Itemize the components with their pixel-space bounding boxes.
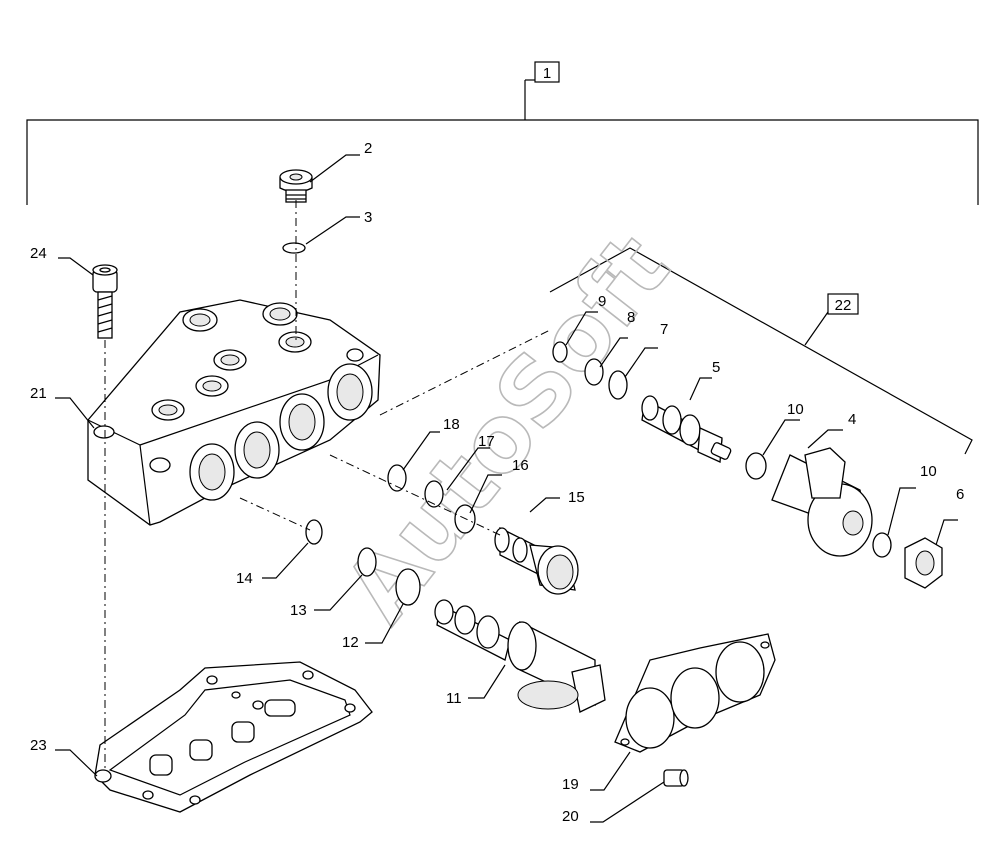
part-8-ring [584, 358, 604, 386]
callout-22: 22 [835, 297, 852, 314]
part-6-nut [904, 537, 943, 589]
watermark-text: AutoSoft [324, 215, 690, 641]
part-11-proportional-valve [434, 599, 606, 713]
part-3-o-ring [282, 242, 306, 254]
part-12-o-ring [395, 568, 421, 606]
callout-11: 11 [446, 690, 462, 707]
callout-10-b: 10 [920, 463, 937, 480]
callout-4: 4 [848, 411, 856, 428]
part-7-ring [608, 370, 628, 400]
part-24-bolt [92, 264, 118, 339]
part-21-valve-body [87, 299, 381, 526]
part-18-ring [387, 464, 407, 492]
part-14-o-ring [305, 519, 323, 545]
callout-17: 17 [478, 433, 495, 450]
callout-14: 14 [236, 570, 253, 587]
callout-1: 1 [543, 65, 551, 82]
callout-24: 24 [30, 245, 47, 262]
callout-7: 7 [660, 321, 668, 338]
callout-23: 23 [30, 737, 47, 754]
callout-labels: 1 22 2 3 24 21 23 14 13 12 11 15 16 17 1… [30, 65, 964, 825]
callout-9: 9 [598, 293, 606, 310]
callout-6: 6 [956, 486, 964, 503]
leader-lines [55, 154, 958, 823]
callout-18: 18 [443, 416, 460, 433]
subassembly-bracket-22 [549, 247, 973, 455]
part-5-cartridge-valve [641, 395, 732, 463]
callout-box-1 [534, 61, 560, 83]
part-2-plug [279, 169, 313, 203]
part-10-ring-a [745, 452, 767, 480]
part-10-ring-b [872, 532, 892, 558]
callout-16: 16 [512, 457, 529, 474]
callout-box-22 [827, 293, 859, 315]
callout-19: 19 [562, 776, 579, 793]
callout-13: 13 [290, 602, 307, 619]
part-13-o-ring [357, 547, 377, 577]
part-9-ring [552, 341, 568, 363]
part-15-spool [494, 526, 579, 595]
part-20-screw [663, 769, 689, 787]
callout-21: 21 [30, 385, 47, 402]
part-17-ring [424, 480, 444, 508]
assembly-bracket-1 [26, 79, 979, 205]
callout-10-a: 10 [787, 401, 804, 418]
callout-20: 20 [562, 808, 579, 825]
part-4-solenoid-coil [771, 447, 873, 557]
callout-12: 12 [342, 634, 359, 651]
callout-15: 15 [568, 489, 585, 506]
watermark: AutoSoft [323, 214, 690, 642]
part-23-gasket [94, 661, 373, 813]
callout-5: 5 [712, 359, 720, 376]
callout-2: 2 [364, 140, 372, 157]
part-19-gasket-plate [614, 633, 776, 753]
callout-8: 8 [627, 309, 635, 326]
callout-3: 3 [364, 209, 372, 226]
assembly-center-lines [104, 200, 551, 770]
